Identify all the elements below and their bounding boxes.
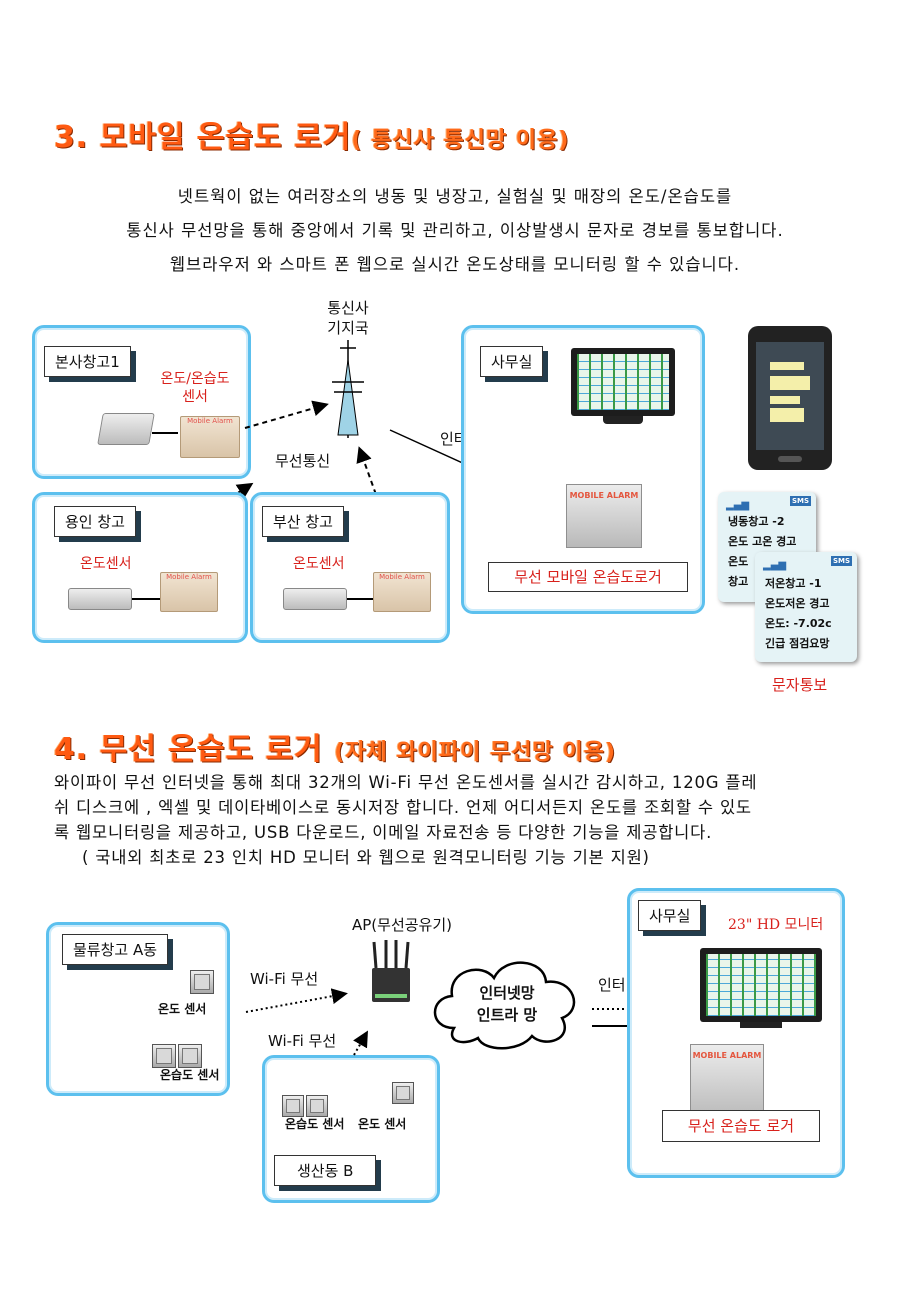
hd-monitor-stand — [740, 1022, 782, 1028]
sms-badge-1: SMS — [790, 496, 812, 506]
signal-icon-2: ▂▄▆ — [763, 560, 787, 571]
prod-hum-sensor-icon-2 — [306, 1095, 328, 1117]
section3-heading-sub: ( 통신사 통신망 이용) — [351, 128, 570, 153]
yongin-alarm-unit-brand: Mobile Alarm — [166, 573, 212, 581]
office-monitor-stand-s3 — [603, 416, 643, 424]
section3-heading-main: 3. 모바일 온습도 로거 — [54, 120, 352, 155]
sms-card2-line2: 온도저온 경고 — [765, 597, 830, 610]
section3-heading: 3. 모바일 온습도 로거( 통신사 통신망 이용) — [54, 112, 569, 156]
sms-card-2: ▂▄▆ SMS 저온창고 -1 온도저온 경고 온도: -7.02c 긴급 점검… — [755, 552, 857, 662]
warehouse-a-tag: 물류창고 A동 — [62, 934, 169, 965]
sms-badge-2: SMS — [831, 556, 853, 566]
section4-desc: 와이파이 무선 인터넷을 통해 최대 32개의 Wi-Fi 무선 온도센서를 실… — [54, 770, 894, 870]
warehouse-temp-label: 온도 센서 — [158, 1002, 207, 1016]
production-b-tag: 생산동 B — [274, 1155, 377, 1186]
sms-bubble-1 — [770, 362, 804, 370]
prod-temp-label: 온도 센서 — [358, 1117, 407, 1131]
wifi-hum-sensor-icon-1 — [152, 1044, 176, 1068]
sms-card1-line1: 냉동창고 -2 — [728, 515, 785, 528]
prod-temp-sensor-icon — [392, 1082, 414, 1104]
hq-alarm-unit-brand: Mobile Alarm — [187, 417, 233, 425]
office-tag-s3: 사무실 — [480, 346, 544, 377]
busan-sensor-label: 온도센서 — [293, 556, 345, 572]
office-monitor-s3 — [571, 348, 675, 416]
cloud-label: 인터넷망 인트라 망 — [440, 982, 574, 1026]
office-tag-s4: 사무실 — [638, 900, 702, 931]
hd-monitor-label: 23" HD 모니터 — [728, 917, 824, 933]
cloud-label-line1: 인터넷망 — [479, 984, 535, 1002]
section4-desc-line1: 와이파이 무선 인터넷을 통해 최대 32개의 Wi-Fi 무선 온도센서를 실… — [54, 773, 758, 792]
mobile-logger-box: 무선 모바일 온습도로거 — [488, 562, 688, 592]
busan-alarm-unit: Mobile Alarm — [373, 572, 431, 612]
wifi-label-1: Wi-Fi 무선 — [250, 970, 319, 988]
yongin-panel — [32, 492, 248, 643]
ap-label: AP(무선공유기) — [352, 916, 453, 934]
cell-tower-icon — [332, 340, 364, 438]
sms-card2-line4: 긴급 점검요망 — [765, 637, 830, 650]
section4-desc-line2: 쉬 디스크에 , 엑셀 및 데이타베이스로 동시저장 합니다. 언제 어디서든지… — [54, 798, 752, 817]
tower-label: 통신사 기지국 — [318, 298, 378, 338]
hq-cable — [152, 432, 178, 434]
sms-caption: 문자통보 — [772, 676, 828, 694]
wifi-logger-device: MOBILE ALARM — [690, 1044, 764, 1120]
hd-monitor-icon — [700, 948, 822, 1022]
sms-card2-line3: 온도: -7.02c — [765, 617, 832, 630]
busan-sensor-device — [283, 588, 347, 610]
section3-desc-line2: 통신사 무선망을 통해 중앙에서 기록 및 관리하고, 이상발생시 문자로 경보… — [126, 221, 784, 240]
busan-cable — [347, 598, 373, 600]
wifi-temp-sensor-icon — [190, 970, 214, 994]
smartphone-icon — [748, 326, 832, 470]
mobile-logger-brand: MOBILE ALARM — [569, 491, 639, 500]
sms-card2-line1: 저온창고 -1 — [765, 577, 822, 590]
sms-card1-line2: 온도 고온 경고 — [728, 535, 797, 548]
sms-card1-line3: 온도 — [728, 555, 749, 568]
section4-heading: 4. 무선 온습도 로거 (자체 와이파이 무선망 이용) — [54, 724, 616, 768]
sms-bubble-4 — [770, 408, 804, 422]
prod-hum-sensor-icon-1 — [282, 1095, 304, 1117]
section3-desc-line1: 넷트웍이 없는 여러장소의 냉동 및 냉장고, 실험실 및 매장의 온도/온습도… — [177, 187, 733, 206]
hq-alarm-unit: Mobile Alarm — [180, 416, 240, 458]
tower-label-line1: 통신사 — [327, 299, 369, 317]
wifi-label-2: Wi-Fi 무선 — [268, 1032, 337, 1050]
wifi-router-icon — [372, 940, 410, 1002]
yongin-cable — [132, 598, 160, 600]
wireless-label: 무선통신 — [275, 452, 331, 470]
wifi-hum-sensor-icon-2 — [178, 1044, 202, 1068]
hq-sensor-label-line1: 온도/온습도 — [160, 371, 230, 387]
smartphone-screen — [756, 342, 824, 450]
yongin-sensor-label: 온도센서 — [80, 556, 132, 572]
yongin-alarm-unit: Mobile Alarm — [160, 572, 218, 612]
busan-alarm-unit-brand: Mobile Alarm — [379, 573, 425, 581]
sms-card1-line4: 창고 — [728, 575, 749, 588]
signal-icon: ▂▄▆ — [726, 500, 750, 511]
wifi-logger-brand: MOBILE ALARM — [692, 1051, 762, 1060]
hq-warehouse-tag: 본사창고1 — [44, 346, 131, 377]
section4-desc-line4: ( 국내외 최초로 23 인치 HD 모니터 와 웹으로 원격모니터링 기능 기… — [82, 848, 650, 867]
prod-hum-label: 온습도 센서 — [285, 1117, 345, 1131]
section4-desc-line3: 록 웹모니터링을 제공하고, USB 다운로드, 이메일 자료전송 등 다양한 … — [54, 823, 713, 842]
wifi-logger-box: 무선 온습도 로거 — [662, 1110, 820, 1142]
sms-bubble-3 — [770, 396, 800, 404]
section3-desc-line3: 웹브라우저 와 스마트 폰 웹으로 실시간 온도상태를 모니터링 할 수 있습니… — [169, 255, 741, 274]
hq-sensor-label: 온도/온습도 센서 — [150, 370, 240, 406]
yongin-sensor-device — [68, 588, 132, 610]
hq-sensor-label-line2: 센서 — [182, 389, 208, 405]
warehouse-hum-label: 온습도 센서 — [160, 1068, 220, 1082]
yongin-tag: 용인 창고 — [54, 506, 136, 537]
smartphone-home-button — [778, 456, 802, 462]
cloud-label-line2: 인트라 망 — [476, 1006, 538, 1024]
mobile-logger-device: MOBILE ALARM — [566, 484, 642, 548]
busan-tag: 부산 창고 — [262, 506, 344, 537]
section4-heading-main: 4. 무선 온습도 로거 — [54, 732, 323, 767]
sms-bubble-2 — [770, 376, 810, 390]
section4-heading-sub: (자체 와이파이 무선망 이용) — [334, 740, 616, 765]
tower-label-line2: 기지국 — [327, 319, 369, 337]
cloud-icon — [433, 961, 576, 1050]
